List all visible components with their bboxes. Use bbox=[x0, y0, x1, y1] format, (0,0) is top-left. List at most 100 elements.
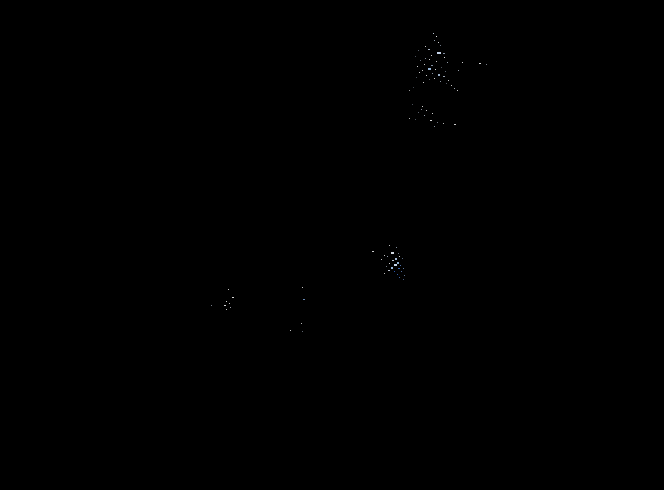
star-speck bbox=[435, 69, 436, 70]
star-speck bbox=[302, 287, 303, 288]
star-speck bbox=[433, 33, 434, 34]
star-speck bbox=[479, 63, 481, 64]
star-speck bbox=[437, 122, 438, 123]
star-speck bbox=[403, 279, 404, 280]
star-speck bbox=[454, 124, 456, 125]
star-speck bbox=[445, 71, 446, 72]
star-speck bbox=[448, 80, 449, 81]
star-speck bbox=[394, 271, 395, 272]
star-speck bbox=[372, 251, 374, 252]
star-speck bbox=[430, 120, 432, 121]
star-speck bbox=[422, 106, 423, 107]
star-speck bbox=[226, 309, 227, 310]
star-speck bbox=[434, 126, 435, 127]
star-speck bbox=[431, 55, 432, 56]
star-speck bbox=[290, 330, 291, 331]
star-speck bbox=[436, 36, 437, 37]
star-speck bbox=[424, 64, 425, 65]
star-speck bbox=[422, 70, 423, 71]
star-speck bbox=[426, 110, 427, 111]
star-speck bbox=[429, 59, 430, 60]
star-speck bbox=[443, 76, 445, 77]
star-speck bbox=[418, 50, 419, 51]
star-speck bbox=[443, 123, 444, 124]
star-speck bbox=[426, 75, 427, 76]
star-speck bbox=[400, 265, 401, 266]
star-speck bbox=[387, 256, 388, 257]
star-speck bbox=[438, 42, 439, 43]
star-speck bbox=[384, 255, 385, 256]
star-speck bbox=[425, 46, 426, 47]
star-speck bbox=[434, 40, 435, 41]
star-speck bbox=[395, 258, 397, 260]
star-speck bbox=[454, 88, 455, 89]
star-speck bbox=[434, 78, 435, 79]
star-speck bbox=[451, 85, 452, 86]
star-speck bbox=[409, 118, 410, 119]
star-speck bbox=[429, 79, 430, 80]
star-speck bbox=[391, 267, 393, 269]
star-speck bbox=[446, 83, 447, 84]
star-speck bbox=[425, 58, 426, 59]
star-speck bbox=[420, 60, 421, 61]
star-speck bbox=[417, 66, 418, 67]
star-speck bbox=[303, 299, 305, 300]
star-speck bbox=[396, 247, 397, 248]
star-speck bbox=[399, 277, 400, 278]
star-speck bbox=[432, 73, 433, 74]
star-speck bbox=[398, 253, 399, 254]
star-speck bbox=[412, 104, 413, 105]
star-speck bbox=[428, 49, 430, 50]
star-speck bbox=[457, 90, 458, 91]
star-speck bbox=[432, 113, 433, 114]
star-speck bbox=[431, 65, 433, 66]
star-speck bbox=[416, 77, 417, 78]
star-speck bbox=[399, 256, 400, 257]
star-speck bbox=[391, 252, 394, 254]
star-speck bbox=[421, 109, 422, 110]
star-speck bbox=[392, 260, 394, 261]
star-speck bbox=[389, 245, 390, 246]
star-speck bbox=[447, 62, 448, 63]
star-speck bbox=[409, 90, 410, 91]
star-speck bbox=[415, 119, 416, 120]
star-speck bbox=[402, 258, 403, 259]
star-speck bbox=[229, 303, 230, 304]
star-speck bbox=[419, 72, 420, 73]
star-speck bbox=[418, 112, 419, 113]
star-speck bbox=[415, 56, 416, 57]
star-speck bbox=[462, 62, 463, 63]
star-speck bbox=[386, 266, 387, 267]
star-speck bbox=[224, 305, 226, 306]
star-speck bbox=[394, 264, 397, 266]
star-speck bbox=[486, 64, 487, 65]
star-speck bbox=[404, 275, 405, 276]
star-speck bbox=[458, 70, 459, 71]
star-speck bbox=[436, 61, 437, 62]
star-speck bbox=[401, 271, 402, 272]
star-speck bbox=[440, 45, 441, 46]
star-speck bbox=[413, 87, 414, 88]
star-speck bbox=[441, 67, 442, 68]
star-speck bbox=[398, 268, 400, 269]
star-speck bbox=[384, 273, 385, 274]
star-speck bbox=[437, 52, 441, 54]
star-speck bbox=[230, 307, 231, 308]
star-speck bbox=[381, 259, 382, 260]
star-speck bbox=[388, 270, 390, 271]
star-speck bbox=[397, 262, 399, 264]
star-speck bbox=[444, 57, 445, 58]
star-speck bbox=[302, 331, 303, 332]
star-speck bbox=[428, 68, 431, 70]
star-speck bbox=[301, 323, 302, 324]
star-speck bbox=[440, 81, 441, 82]
star-speck bbox=[397, 274, 398, 275]
star-speck bbox=[424, 115, 425, 116]
star-speck bbox=[211, 305, 212, 306]
star-speck bbox=[389, 263, 390, 264]
star-speck bbox=[438, 74, 440, 76]
star-speck bbox=[443, 53, 445, 54]
star-speck bbox=[423, 82, 424, 83]
